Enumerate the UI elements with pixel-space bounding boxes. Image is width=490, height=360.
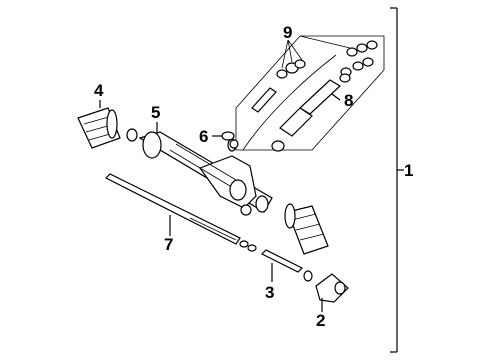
tie-rod-end [303,270,349,303]
callout-5: 5 [151,103,160,122]
inner-tie-rod-boot-left [77,107,138,149]
leader-lines [99,35,351,312]
outer-tie-rod [247,244,304,273]
callout-2: 2 [316,311,325,330]
callout-4: 4 [94,81,104,100]
callout-9: 9 [283,23,292,42]
valve-seal-kit-inset [235,35,385,152]
seal-ring-group [276,40,378,79]
rack-housing [138,131,273,216]
callout-8: 8 [344,91,353,110]
inner-tie-rod-boot-right [284,203,329,255]
callout-1: 1 [404,161,413,180]
callout-7: 7 [164,235,173,254]
assembly-bracket [390,7,404,353]
inner-tie-rod [104,173,249,248]
callout-3: 3 [265,283,274,302]
callout-6: 6 [199,127,208,146]
